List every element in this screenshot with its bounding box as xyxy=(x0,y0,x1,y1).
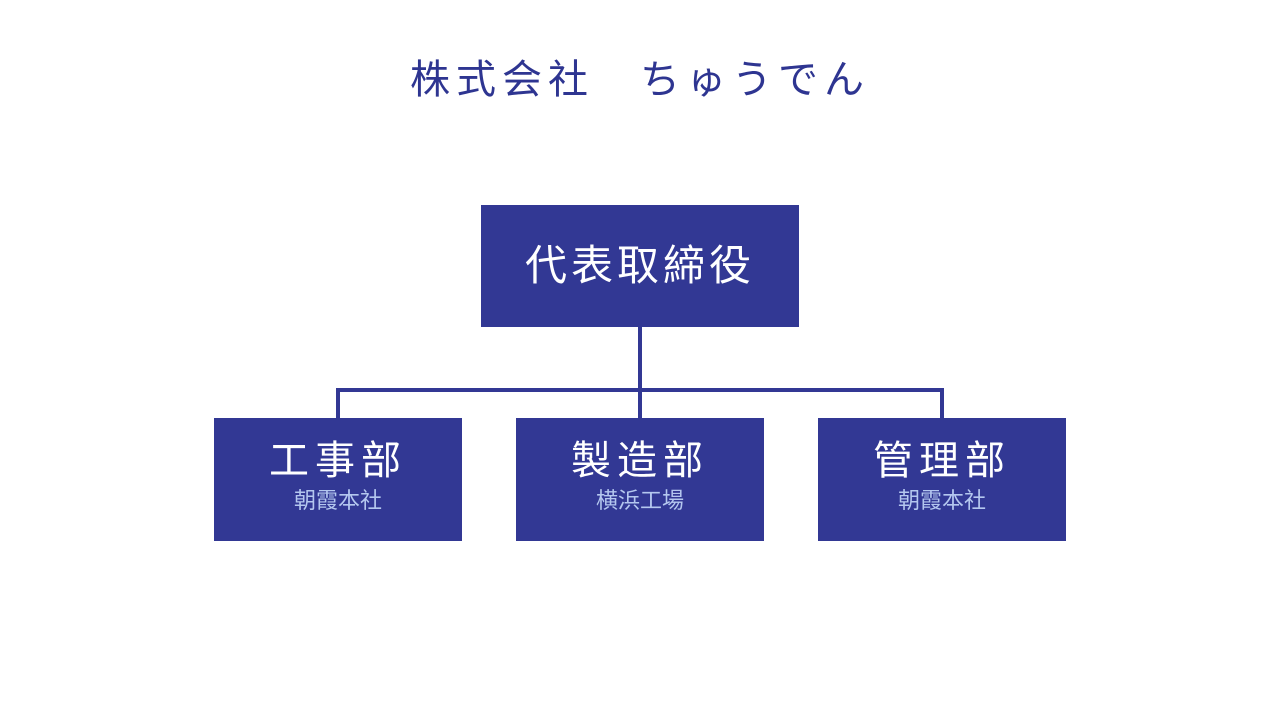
org-box-manufacturing-dept: 製造部 横浜工場 xyxy=(516,418,764,541)
company-title: 株式会社 ちゅうでん xyxy=(410,57,870,103)
dept-label: 工事部 xyxy=(269,438,407,484)
org-box-administration-dept: 管理部 朝霞本社 xyxy=(818,418,1066,541)
org-box-construction-dept: 工事部 朝霞本社 xyxy=(214,418,462,541)
dept-location: 横浜工場 xyxy=(595,489,684,514)
dept-label: 管理部 xyxy=(873,438,1011,484)
org-box-ceo-label: 代表取締役 xyxy=(524,241,755,290)
dept-location: 朝霞本社 xyxy=(897,489,986,514)
org-box-ceo: 代表取締役 xyxy=(481,205,799,327)
dept-label: 製造部 xyxy=(571,438,709,484)
dept-location: 朝霞本社 xyxy=(293,489,382,514)
